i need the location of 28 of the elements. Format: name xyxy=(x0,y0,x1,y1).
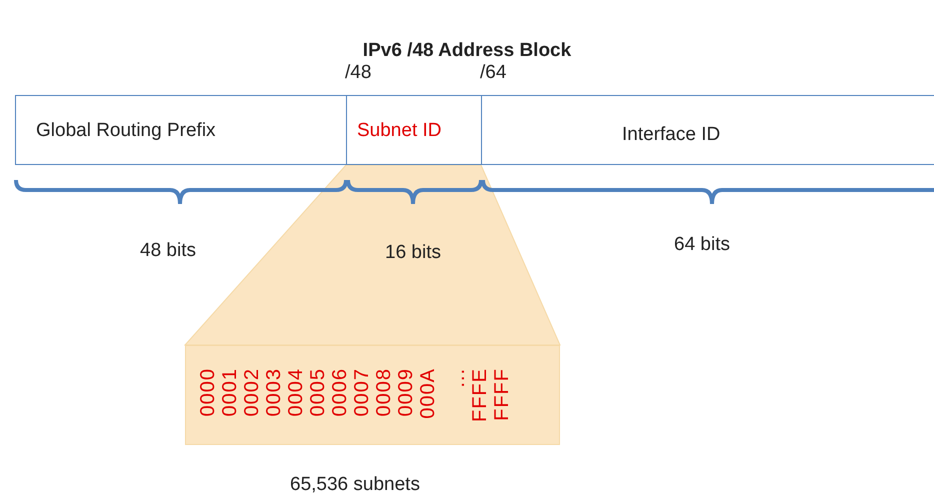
subnet-id: FFFF xyxy=(492,368,512,421)
subnet-id: 0003 xyxy=(264,368,284,416)
subnet-list-box xyxy=(185,345,560,445)
subnet-id: 0007 xyxy=(352,368,372,416)
diagram-title: IPv6 /48 Address Block xyxy=(362,40,572,62)
caption-label: 65,536 subnets xyxy=(290,474,420,496)
bit-count: 48 bits xyxy=(140,240,196,262)
prefix-marker: /64 xyxy=(480,62,506,84)
address-segment xyxy=(15,95,348,165)
subnet-id: 0002 xyxy=(242,368,262,416)
bit-count: 16 bits xyxy=(385,242,441,264)
subnet-id: 000A xyxy=(418,368,438,419)
subnet-id: 0000 xyxy=(198,368,218,416)
address-segment xyxy=(481,95,934,165)
subnet-id: ... xyxy=(448,368,468,388)
subnet-id: 0008 xyxy=(374,368,394,416)
address-segment xyxy=(346,95,483,165)
bit-count: 64 bits xyxy=(674,234,730,256)
prefix-marker: /48 xyxy=(345,62,372,84)
subnet-id: 0009 xyxy=(396,368,416,416)
subnet-id: 0004 xyxy=(286,368,306,416)
subnet-id: FFFE xyxy=(470,368,490,422)
subnet-id: 0001 xyxy=(220,368,240,416)
segment-label: Interface ID xyxy=(622,124,720,146)
segment-label: Global Routing Prefix xyxy=(36,120,216,142)
segment-label: Subnet ID xyxy=(357,120,442,142)
subnet-id: 0006 xyxy=(330,368,350,416)
subnet-id: 0005 xyxy=(308,368,328,416)
